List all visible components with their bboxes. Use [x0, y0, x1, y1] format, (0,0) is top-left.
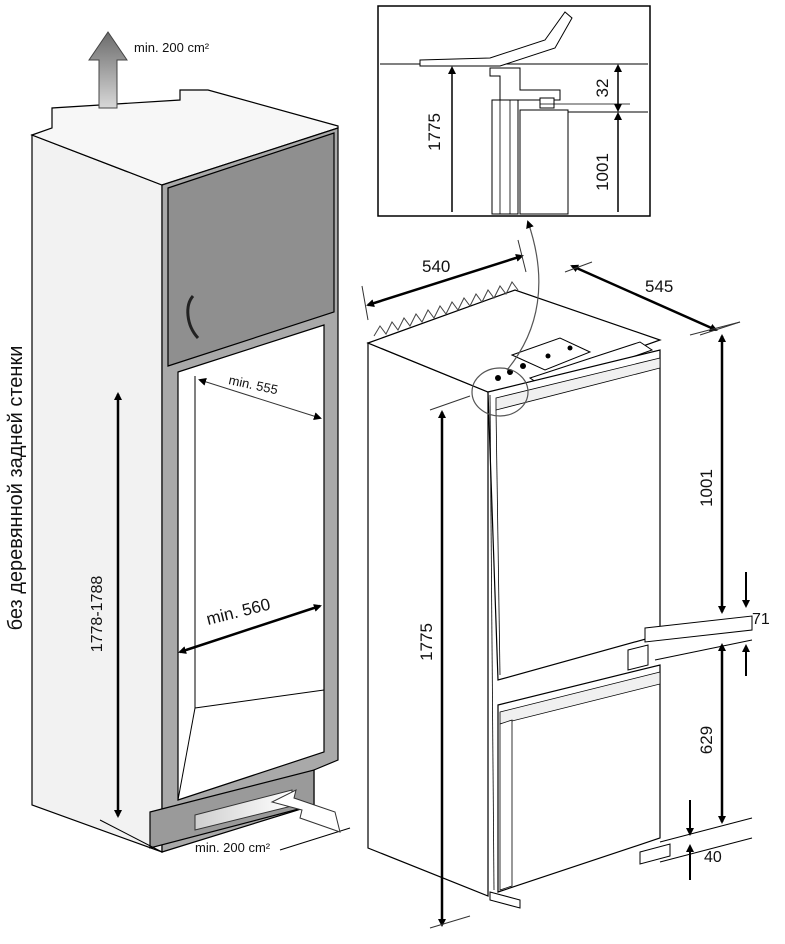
niche-depth-line — [198, 377, 322, 421]
vent-top-label: min. 200 cm² — [134, 40, 210, 55]
cabinet-niche — [30, 89, 351, 853]
niche-height-label: 1778-1788 — [89, 576, 106, 653]
detail-upper-label: 1001 — [593, 153, 612, 191]
upper-section-label: 1001 — [697, 469, 716, 507]
airflow-in-arrow — [270, 789, 341, 833]
cabinet-upper-door — [167, 132, 335, 367]
lower-section-label: 629 — [697, 726, 716, 754]
appliance-side — [367, 342, 489, 897]
depth-label: 545 — [645, 277, 673, 296]
door-handle — [186, 295, 200, 340]
cabinet-side-panel — [31, 134, 163, 853]
gap-label: 71 — [752, 611, 770, 628]
niche-opening — [177, 324, 325, 801]
height-label: 1775 — [417, 623, 436, 661]
width-dim-line — [366, 254, 524, 307]
detail-callout-circle — [471, 367, 529, 417]
gap-strip — [644, 615, 753, 643]
vent-bottom-label: min. 200 cm² — [195, 840, 271, 855]
niche-width-line — [178, 604, 322, 654]
base-label: 40 — [704, 849, 722, 866]
depth-dim-line — [570, 264, 718, 332]
appliance — [366, 281, 671, 909]
width-label: 540 — [422, 257, 450, 276]
detail-pointer — [506, 220, 540, 371]
detail-inset — [377, 5, 651, 217]
detail-top-offset-label: 32 — [593, 79, 612, 98]
airflow-up-arrow — [88, 31, 128, 109]
side-note: без деревянной задней стенки — [5, 346, 27, 631]
detail-height-label: 1775 — [425, 113, 444, 151]
lower-door — [497, 664, 661, 893]
